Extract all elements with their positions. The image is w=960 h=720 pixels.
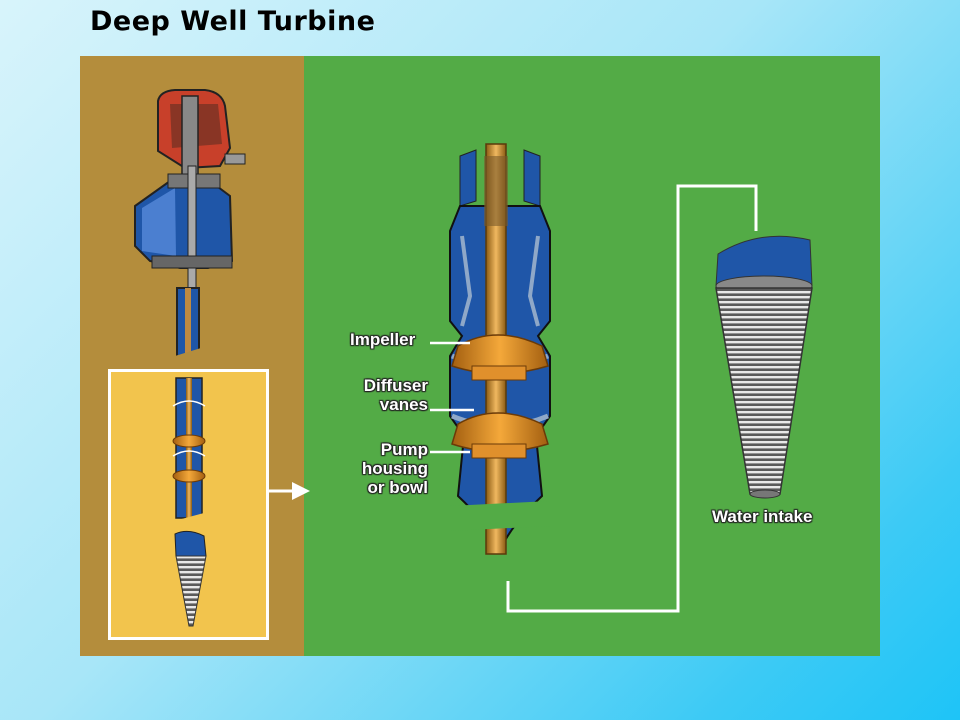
diffuser-label-line1: Diffuser	[363, 376, 428, 395]
impeller-label: Impeller	[350, 330, 416, 349]
intake-connector-line	[506, 184, 758, 613]
diagram-stage: Impeller Diffuser vanes Pump housing or …	[80, 56, 880, 656]
diffuser-vanes-label: Diffuser vanes	[358, 376, 428, 414]
pump-bowl-cutaway	[449, 143, 551, 555]
pump-housing-label: Pump housing or bowl	[350, 440, 428, 497]
pump-label-line3: or bowl	[367, 478, 428, 497]
diffuser-label-line2: vanes	[379, 395, 428, 414]
water-intake-screen	[715, 235, 813, 499]
label-leaders	[430, 341, 474, 454]
diagram-graphics	[134, 89, 813, 627]
bowl-assembly-thumbnail	[172, 377, 207, 627]
column-pipe-illustration	[175, 287, 201, 362]
page-title: Deep Well Turbine	[90, 6, 376, 37]
pump-label-line1: Pump	[380, 440, 428, 459]
motor-head-illustration	[134, 89, 246, 302]
zoom-arrow	[266, 482, 310, 500]
pump-label-line2: housing	[361, 459, 428, 478]
water-intake-label: Water intake	[712, 507, 813, 526]
